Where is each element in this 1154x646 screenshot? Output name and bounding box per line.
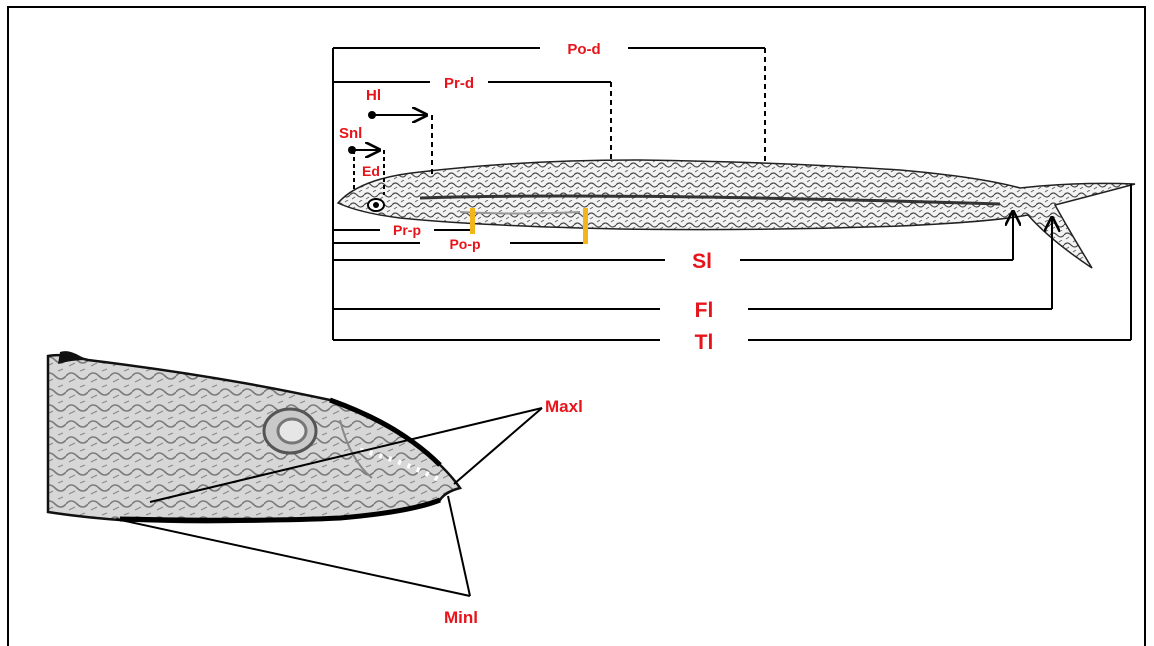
label-po-p: Po-p — [449, 236, 480, 252]
label-minl: Minl — [444, 608, 478, 627]
pectoral-fin-marker — [470, 208, 475, 234]
fish-head-closeup — [48, 351, 460, 522]
label-pr-p: Pr-p — [393, 222, 421, 238]
label-hl: Hl — [366, 87, 381, 104]
label-tl: Tl — [695, 331, 714, 354]
snl-start-dot — [348, 146, 356, 154]
closeup-eye-icon — [264, 409, 316, 453]
label-po-d: Po-d — [567, 41, 600, 58]
label-maxl: Maxl — [545, 397, 583, 416]
label-pr-d: Pr-d — [444, 75, 474, 92]
fish-measurement-diagram: Po-d Pr-d Hl Snl Ed Pr-p Po-p Sl Fl Tl M… — [0, 0, 1154, 628]
label-sl: Sl — [692, 250, 712, 273]
pelvic-fin-marker — [583, 208, 588, 244]
label-fl: Fl — [695, 299, 714, 322]
label-snl: Snl — [339, 125, 362, 142]
hl-start-dot — [368, 111, 376, 119]
label-ed: Ed — [362, 163, 380, 179]
fish-eye-icon — [368, 199, 384, 211]
